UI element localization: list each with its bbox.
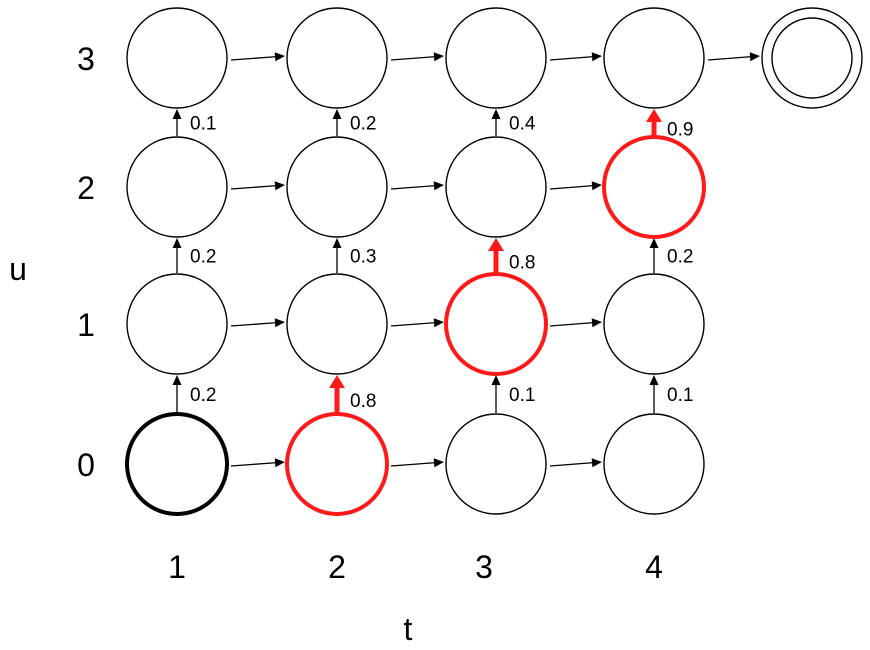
state-node-t2-u2 <box>286 136 388 238</box>
edge-probability-label: 0.2 <box>350 114 376 135</box>
edge-probability-label: 0.8 <box>350 391 376 412</box>
edge-probability-label: 0.2 <box>190 247 216 268</box>
edge-t3-u0-to-u1 <box>491 375 501 413</box>
state-node-t3-u1 <box>444 272 548 376</box>
final-state-node <box>761 7 863 109</box>
edge-t4-u0-to-u1 <box>649 375 659 413</box>
edges-layer <box>172 52 760 468</box>
labels-layer: 0.2 0.2 0.1 0.8 0.3 0.2 0.1 0.8 0.4 0.1 0.2 0.9 <box>190 114 693 413</box>
state-node-t3-u0 <box>445 413 547 515</box>
y-tick-2: 2 <box>77 170 95 206</box>
edge-t2-u2-to-u3 <box>332 109 342 136</box>
edge-u0-t3-to-t4 <box>549 458 602 468</box>
state-node-t3-u3 <box>445 7 547 109</box>
edge-t1-u1-to-u2 <box>172 238 182 273</box>
edge-t4-u2-to-u3 <box>646 109 662 136</box>
state-node-t4-u0 <box>603 413 705 515</box>
edge-probability-label: 0.3 <box>350 247 376 268</box>
y-axis-label: u <box>9 251 27 287</box>
x-tick-4: 4 <box>645 549 663 585</box>
state-node-t4-u1 <box>603 273 705 375</box>
edge-u1-t2-to-t3 <box>390 318 444 328</box>
edge-u2-t1-to-t2 <box>230 181 285 191</box>
state-node-t1-u2 <box>126 136 228 238</box>
x-tick-2: 2 <box>328 549 346 585</box>
edge-u3-t4-to-t5 <box>707 52 760 62</box>
state-node-t4-u3 <box>603 7 705 109</box>
x-axis-label: t <box>404 611 413 647</box>
ticks-layer: 0 1 2 3 1 2 3 4 <box>77 41 663 585</box>
edge-u3-t2-to-t3 <box>390 52 444 62</box>
state-node-t3-u2 <box>445 136 547 238</box>
edge-probability-label: 0.1 <box>509 385 535 406</box>
nodes-layer <box>125 7 863 516</box>
edge-u3-t3-to-t4 <box>549 52 602 62</box>
edge-t2-u1-to-u2 <box>332 238 342 273</box>
edge-probability-label: 0.8 <box>509 253 535 274</box>
state-node-t2-u3 <box>286 7 388 109</box>
edge-t3-u2-to-u3 <box>491 109 501 136</box>
y-tick-0: 0 <box>77 447 95 483</box>
edge-probability-label: 0.9 <box>667 120 693 141</box>
state-node-t1-u3 <box>126 7 228 109</box>
edge-probability-label: 0.1 <box>190 114 216 135</box>
edge-u2-t2-to-t3 <box>390 181 444 191</box>
state-node-t1-u1 <box>126 273 228 375</box>
edge-u0-t1-to-t2 <box>230 458 285 468</box>
y-tick-1: 1 <box>77 307 95 343</box>
edge-t3-u1-to-u2 <box>488 238 504 273</box>
edge-probability-label: 0.1 <box>667 385 693 406</box>
edge-t1-u2-to-u3 <box>172 109 182 136</box>
edge-t4-u1-to-u2 <box>649 238 659 273</box>
y-tick-3: 3 <box>77 41 95 77</box>
edge-probability-label: 0.4 <box>509 114 536 135</box>
edge-u0-t2-to-t3 <box>390 458 444 468</box>
edge-u1-t1-to-t2 <box>230 318 285 328</box>
edge-u1-t3-to-t4 <box>549 318 602 328</box>
edge-probability-label: 0.2 <box>667 247 693 268</box>
x-tick-1: 1 <box>168 549 186 585</box>
state-node-t2-u1 <box>286 273 388 375</box>
x-tick-3: 3 <box>475 549 493 585</box>
edge-u3-t1-to-t2 <box>230 52 285 62</box>
state-node-t4-u2 <box>602 135 706 239</box>
state-node-t1-u0 <box>125 412 229 516</box>
edge-u2-t3-to-t4 <box>549 181 602 191</box>
edge-t1-u0-to-u1 <box>172 375 182 413</box>
edge-probability-label: 0.2 <box>190 385 216 406</box>
state-node-t2-u0 <box>285 412 389 516</box>
edge-t2-u0-to-u1 <box>329 375 345 413</box>
